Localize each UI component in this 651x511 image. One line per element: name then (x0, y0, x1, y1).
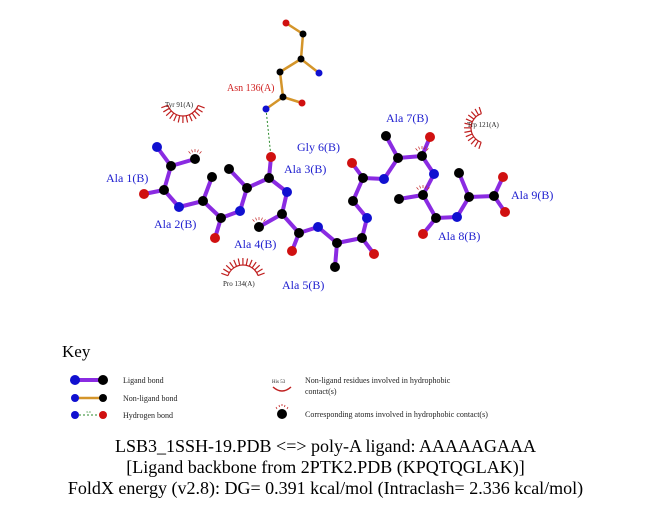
key-legend: Ligand bond Non-ligand bond 3.0 Hydrogen… (70, 375, 488, 420)
carbon-atom (489, 191, 499, 201)
nonligand-bond (279, 57, 302, 74)
carbon-atom (418, 190, 428, 200)
carbon-atom (242, 183, 252, 193)
carbon-atom (394, 194, 404, 204)
svg-text:3.0: 3.0 (86, 410, 91, 414)
residue-label-ala5: Ala 5(B) (282, 278, 324, 292)
oxygen-atom (347, 158, 357, 168)
oxygen-atom (418, 229, 428, 239)
carbon-atom (166, 161, 176, 171)
carbon-atom (348, 196, 358, 206)
carbon-atom (216, 213, 226, 223)
key-title: Key (62, 342, 91, 361)
nitrogen-atom (452, 212, 462, 222)
carbon-atom (207, 172, 217, 182)
oxygen-atom (139, 189, 149, 199)
carbon-atom (299, 30, 307, 38)
svg-text:Ligand bond: Ligand bond (123, 376, 164, 385)
nitrogen-atom (282, 187, 292, 197)
residue-label-ala8: Ala 8(B) (438, 229, 480, 243)
carbon-atom (198, 196, 208, 206)
oxygen-atom (500, 207, 510, 217)
hydrophobic-contact-marker (416, 185, 430, 190)
residue-label-ala3: Ala 3(B) (284, 162, 326, 176)
hydrophobic-contact-marker (188, 149, 202, 154)
residue-label-ala2: Ala 2(B) (154, 217, 196, 231)
carbon-atom (277, 209, 287, 219)
svg-text:Hydrogen bond: Hydrogen bond (123, 411, 173, 420)
carbon-atom (159, 185, 169, 195)
oxygen-atom (287, 246, 297, 256)
carbon-atom (431, 213, 441, 223)
carbon-atom (294, 228, 304, 238)
carbon-atom (464, 192, 474, 202)
hydrophobic-contact-marker (415, 146, 429, 151)
oxygen-atom (210, 233, 220, 243)
svg-text:His 53: His 53 (272, 380, 286, 385)
residue-label-asn136: Asn 136(A) (227, 83, 275, 94)
oxygen-atom (266, 152, 276, 162)
nitrogen-atom (379, 174, 389, 184)
carbon-atom (254, 222, 264, 232)
residue-label-ala1: Ala 1(B) (106, 171, 148, 185)
residue-label-trp121: Trp 121(A) (467, 121, 499, 129)
nonligand-bond (278, 71, 285, 98)
svg-text:contact(s): contact(s) (305, 387, 337, 396)
carbon-atom (190, 154, 200, 164)
nitrogen-atom (262, 105, 270, 113)
oxygen-atom (298, 99, 306, 107)
oxygen-atom (282, 19, 290, 27)
carbon-atom (417, 151, 427, 161)
legend-hydrophobic-residue: His 53 Non-ligand residues involved in h… (272, 376, 451, 396)
carbon-atom (357, 233, 367, 243)
oxygen-atom (369, 249, 379, 259)
svg-text:Non-ligand residues involved i: Non-ligand residues involved in hydropho… (305, 376, 451, 385)
title-line-2: [Ligand backbone from 2PTK2.PDB (KPQTQGL… (126, 457, 525, 477)
residue-label-ala9: Ala 9(B) (511, 188, 553, 202)
nitrogen-atom (315, 69, 323, 77)
trp121-hydrophobic-arc (463, 106, 482, 150)
carbon-atom (279, 93, 287, 101)
pro134-hydrophobic-arc (221, 257, 265, 277)
carbon-atom (264, 173, 274, 183)
residue-label-ala7: Ala 7(B) (386, 111, 428, 125)
carbon-atom (393, 153, 403, 163)
nonligand-bond (300, 58, 320, 74)
residue-label-tyr91: Tyr 91(A) (165, 101, 194, 109)
carbon-atom (297, 55, 305, 63)
svg-text:Non-ligand bond: Non-ligand bond (123, 394, 177, 403)
nonligand-bond (299, 33, 305, 60)
tyr91-hydrophobic-arc (161, 104, 205, 124)
carbon-atom (276, 68, 284, 76)
legend-hydrophobic-atom: Corresponding atoms involved in hydropho… (275, 404, 488, 419)
residue-label-gly6: Gly 6(B) (297, 140, 340, 154)
nitrogen-atom (174, 202, 184, 212)
nitrogen-atom (362, 213, 372, 223)
nitrogen-atom (313, 222, 323, 232)
title-line-1: LSB3_1SSH-19.PDB <=> poly-A ligand: AAAA… (115, 436, 536, 456)
carbon-atom (330, 262, 340, 272)
oxygen-atom (425, 132, 435, 142)
residue-label-pro134: Pro 134(A) (223, 280, 255, 288)
legend-ligand-bond: Ligand bond (70, 375, 164, 385)
title-line-3: FoldX energy (v2.8): DG= 0.391 kcal/mol … (67, 478, 584, 498)
hydrogen-bond (265, 108, 272, 158)
svg-text:Corresponding atoms involved i: Corresponding atoms involved in hydropho… (305, 410, 488, 419)
legend-nonligand-bond: Non-ligand bond (71, 394, 177, 403)
carbon-atom (358, 173, 368, 183)
oxygen-atom (498, 172, 508, 182)
hydrophobic-contact-marker (252, 217, 266, 222)
nitrogen-atom (152, 142, 162, 152)
carbon-atom (224, 164, 234, 174)
nitrogen-atom (429, 169, 439, 179)
ligplot-diagram: Ala 1(B) Ala 2(B) Ala 3(B) Ala 4(B) Ala … (106, 19, 553, 292)
nitrogen-atom (235, 206, 245, 216)
carbon-atom (381, 131, 391, 141)
legend-hydrogen-bond: 3.0 Hydrogen bond (71, 410, 173, 420)
residue-label-ala4: Ala 4(B) (234, 237, 276, 251)
carbon-atom (454, 168, 464, 178)
carbon-atom (332, 238, 342, 248)
